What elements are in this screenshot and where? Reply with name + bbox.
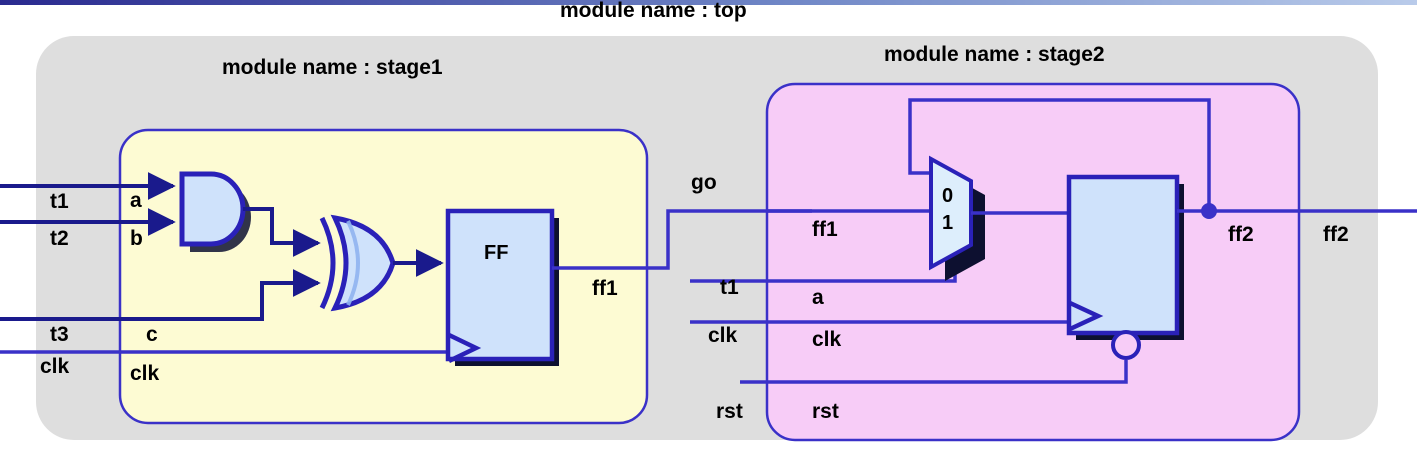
title-stage2: module name : stage2 (884, 43, 1105, 66)
signal-clk-top: clk (40, 355, 70, 378)
xor-gate-inner-arc (346, 220, 360, 306)
xor-gate-outer-arc (319, 216, 336, 310)
ff2-block (1066, 174, 1184, 360)
mux-body (929, 155, 973, 271)
signal-t2: t2 (50, 227, 69, 250)
signal-rst-stage2: rst (716, 400, 743, 423)
ff2-clock-triangle (1069, 300, 1104, 332)
port-stage1-clk: clk (130, 362, 160, 385)
top-rule (0, 0, 1417, 5)
ff1-label: FF (484, 242, 509, 264)
stage2-box (765, 82, 1301, 442)
label-ff2-internal: ff2 (1228, 223, 1254, 246)
mux-input-1-label: 1 (942, 212, 954, 234)
title-top: module name : top (560, 0, 747, 22)
mux (929, 155, 985, 281)
wire-t3 (0, 269, 321, 321)
port-stage1-b: b (130, 227, 143, 250)
label-ff2-external: ff2 (1323, 223, 1349, 246)
ff2-reset-bubble (1111, 330, 1141, 360)
title-stage1: module name : stage1 (222, 56, 443, 79)
port-stage2-a: a (812, 286, 824, 309)
label-ff1-out: ff1 (592, 277, 618, 300)
wire-ff2-feedback (908, 98, 1211, 211)
port-stage2-ff1: ff1 (812, 218, 838, 241)
wire-ff1-out (552, 209, 812, 270)
ff2-junction-dot (1201, 203, 1217, 219)
label-go: go (691, 171, 717, 194)
mux-input-0-label: 0 (942, 185, 954, 207)
ff1-clock-triangle (448, 332, 482, 364)
port-stage1-c: c (146, 323, 158, 346)
port-stage2-clk: clk (812, 328, 842, 351)
ff2-body (1066, 174, 1180, 336)
signal-clk-stage2: clk (708, 324, 738, 347)
ff1-body (445, 208, 555, 362)
and-gate (179, 171, 251, 252)
xor-gate (319, 214, 396, 312)
wire-and-out (243, 207, 321, 257)
wire-rst-stage2 (740, 360, 1128, 384)
signal-t1-stage2: t1 (720, 276, 739, 299)
xor-gate-body (330, 214, 396, 312)
and-gate-body (179, 171, 246, 247)
signal-t1: t1 (50, 190, 69, 213)
ff1-block (445, 208, 559, 366)
port-stage2-rst: rst (812, 400, 839, 423)
port-stage1-a: a (130, 189, 142, 212)
signal-t3: t3 (50, 323, 69, 346)
